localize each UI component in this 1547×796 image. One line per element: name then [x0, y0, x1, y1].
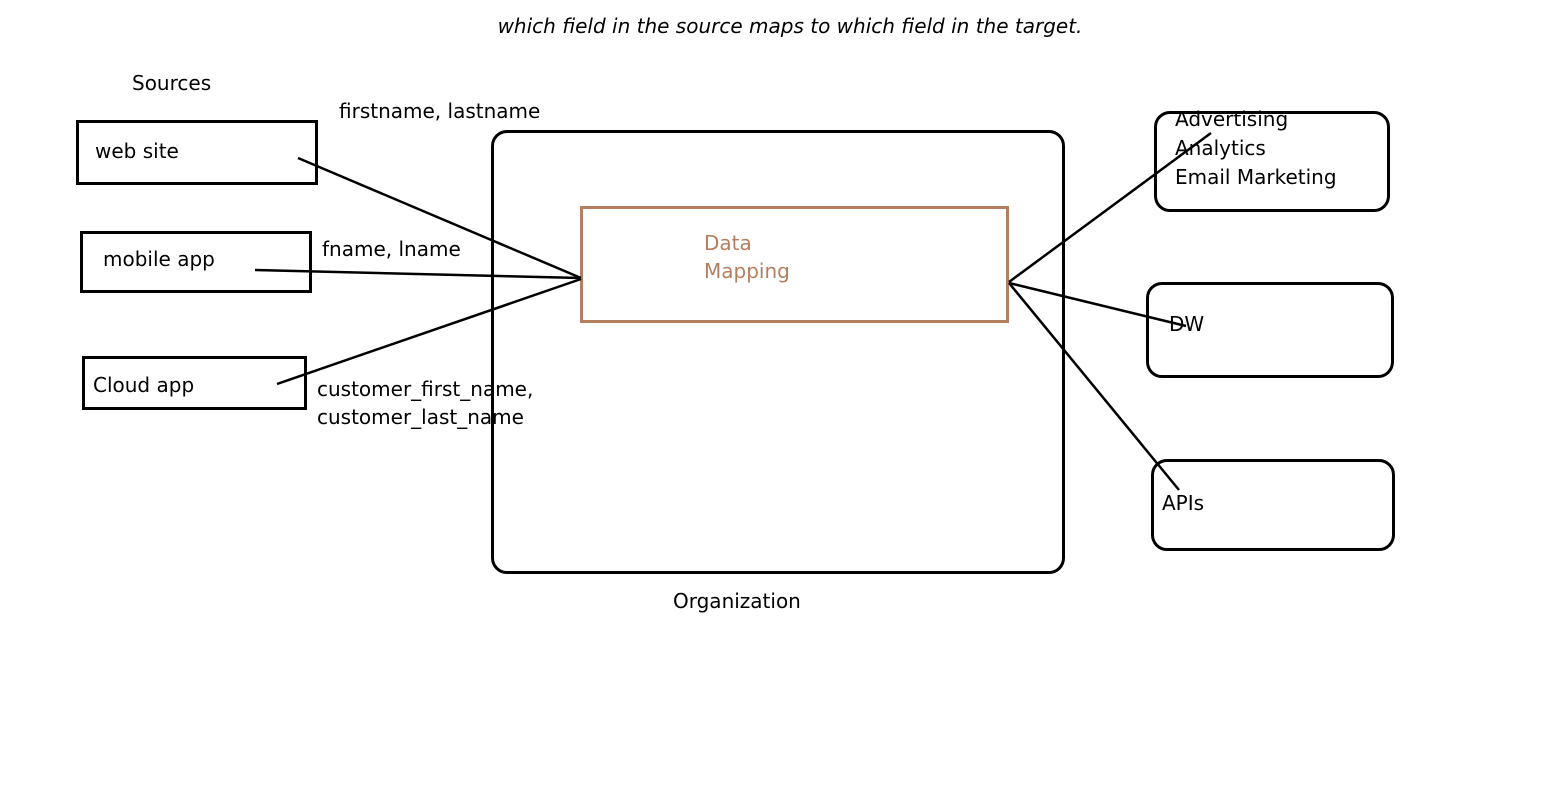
organization-box: [491, 130, 1065, 574]
sources-heading: Sources: [132, 71, 212, 95]
source-label-mobile-app: mobile app: [103, 247, 215, 271]
source-label-web-site: web site: [95, 139, 179, 163]
source-box-web-site: [76, 120, 318, 185]
data-mapping-label-line2: Mapping: [704, 259, 790, 283]
target-label-dw: DW: [1169, 312, 1205, 336]
organization-label: Organization: [673, 589, 801, 613]
target-label-email-marketing: Email Marketing: [1175, 165, 1337, 189]
target-label-analytics: Analytics: [1175, 136, 1266, 160]
source-label-cloud-app: Cloud app: [93, 373, 195, 397]
field-label-web-site: firstname, lastname: [339, 99, 541, 123]
target-label-advertising: Advertising: [1175, 107, 1289, 131]
diagram-caption: which field in the source maps to which …: [497, 14, 1083, 38]
field-label-mobile-app: fname, lname: [322, 237, 461, 261]
field-label-cloud-app-line2: customer_last_name: [317, 405, 524, 429]
target-box-apis: [1151, 459, 1395, 551]
data-mapping-box: [580, 206, 1009, 323]
data-mapping-label-line1: Data: [704, 231, 752, 255]
target-label-apis: APIs: [1162, 491, 1205, 515]
